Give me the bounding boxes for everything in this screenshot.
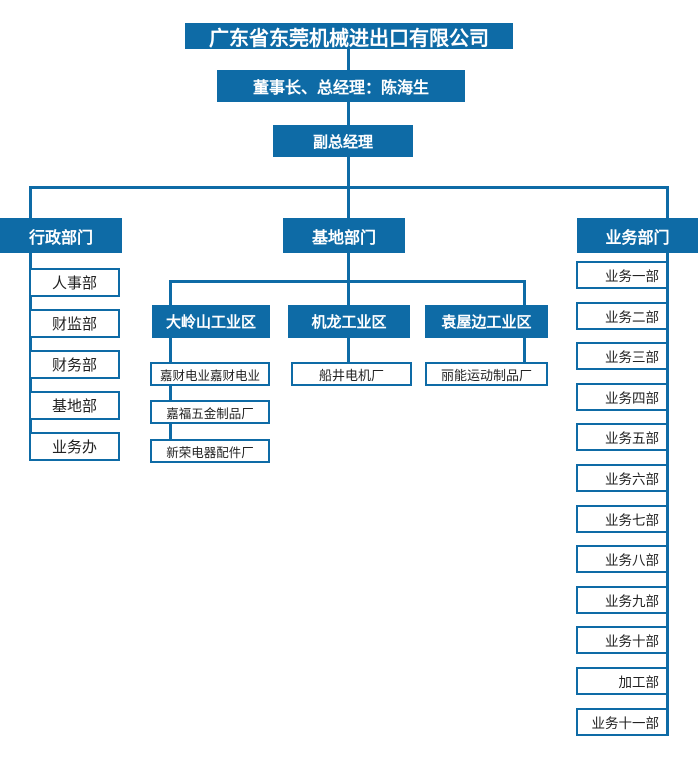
connector-main-horizontal: [29, 186, 669, 189]
dept-admin-box: 行政部门: [0, 218, 122, 253]
business-item-10: 业务十部: [576, 626, 668, 654]
company-name-box: 广东省东莞机械进出口有限公司: [185, 23, 513, 50]
business-item-7: 业务七部: [576, 505, 668, 533]
factory-xinrong: 新荣电器配件厂: [150, 439, 270, 463]
business-item-6: 业务六部: [576, 464, 668, 492]
zone-jilong-box: 机龙工业区: [288, 305, 410, 338]
admin-item-renshi: 人事部: [29, 268, 120, 297]
business-item-2: 业务二部: [576, 302, 668, 330]
admin-item-jidi: 基地部: [29, 391, 120, 420]
factory-lineng: 丽能运动制品厂: [425, 362, 548, 386]
business-item-1: 业务一部: [576, 261, 668, 289]
zone-dalingshan-box: 大岭山工业区: [152, 305, 270, 338]
connector-business-spine: [666, 186, 669, 736]
zone-yuanwubian-box: 袁屋边工业区: [425, 305, 548, 338]
business-item-9: 业务九部: [576, 586, 668, 614]
business-item-jiagong: 加工部: [576, 667, 668, 695]
business-item-3: 业务三部: [576, 342, 668, 370]
connector-zones-horizontal: [169, 280, 526, 283]
business-item-8: 业务八部: [576, 545, 668, 573]
factory-jiacai: 嘉财电业嘉财电业: [150, 362, 270, 386]
business-item-11: 业务十一部: [576, 708, 668, 736]
admin-item-caiwu: 财务部: [29, 350, 120, 379]
dept-business-box: 业务部门: [577, 218, 698, 253]
factory-chuanjing: 船井电机厂: [291, 362, 412, 386]
chairman-gm-box: 董事长、总经理：陈海生: [217, 70, 465, 102]
business-item-5: 业务五部: [576, 423, 668, 451]
connector-trunk-vertical: [347, 48, 350, 362]
connector-zone1-spine: [169, 280, 172, 441]
business-item-4: 业务四部: [576, 383, 668, 411]
admin-item-yewuban: 业务办: [29, 432, 120, 461]
deputy-gm-box: 副总经理: [273, 125, 413, 157]
factory-jiafu: 嘉福五金制品厂: [150, 400, 270, 424]
dept-base-box: 基地部门: [283, 218, 405, 253]
admin-item-caijian: 财监部: [29, 309, 120, 338]
